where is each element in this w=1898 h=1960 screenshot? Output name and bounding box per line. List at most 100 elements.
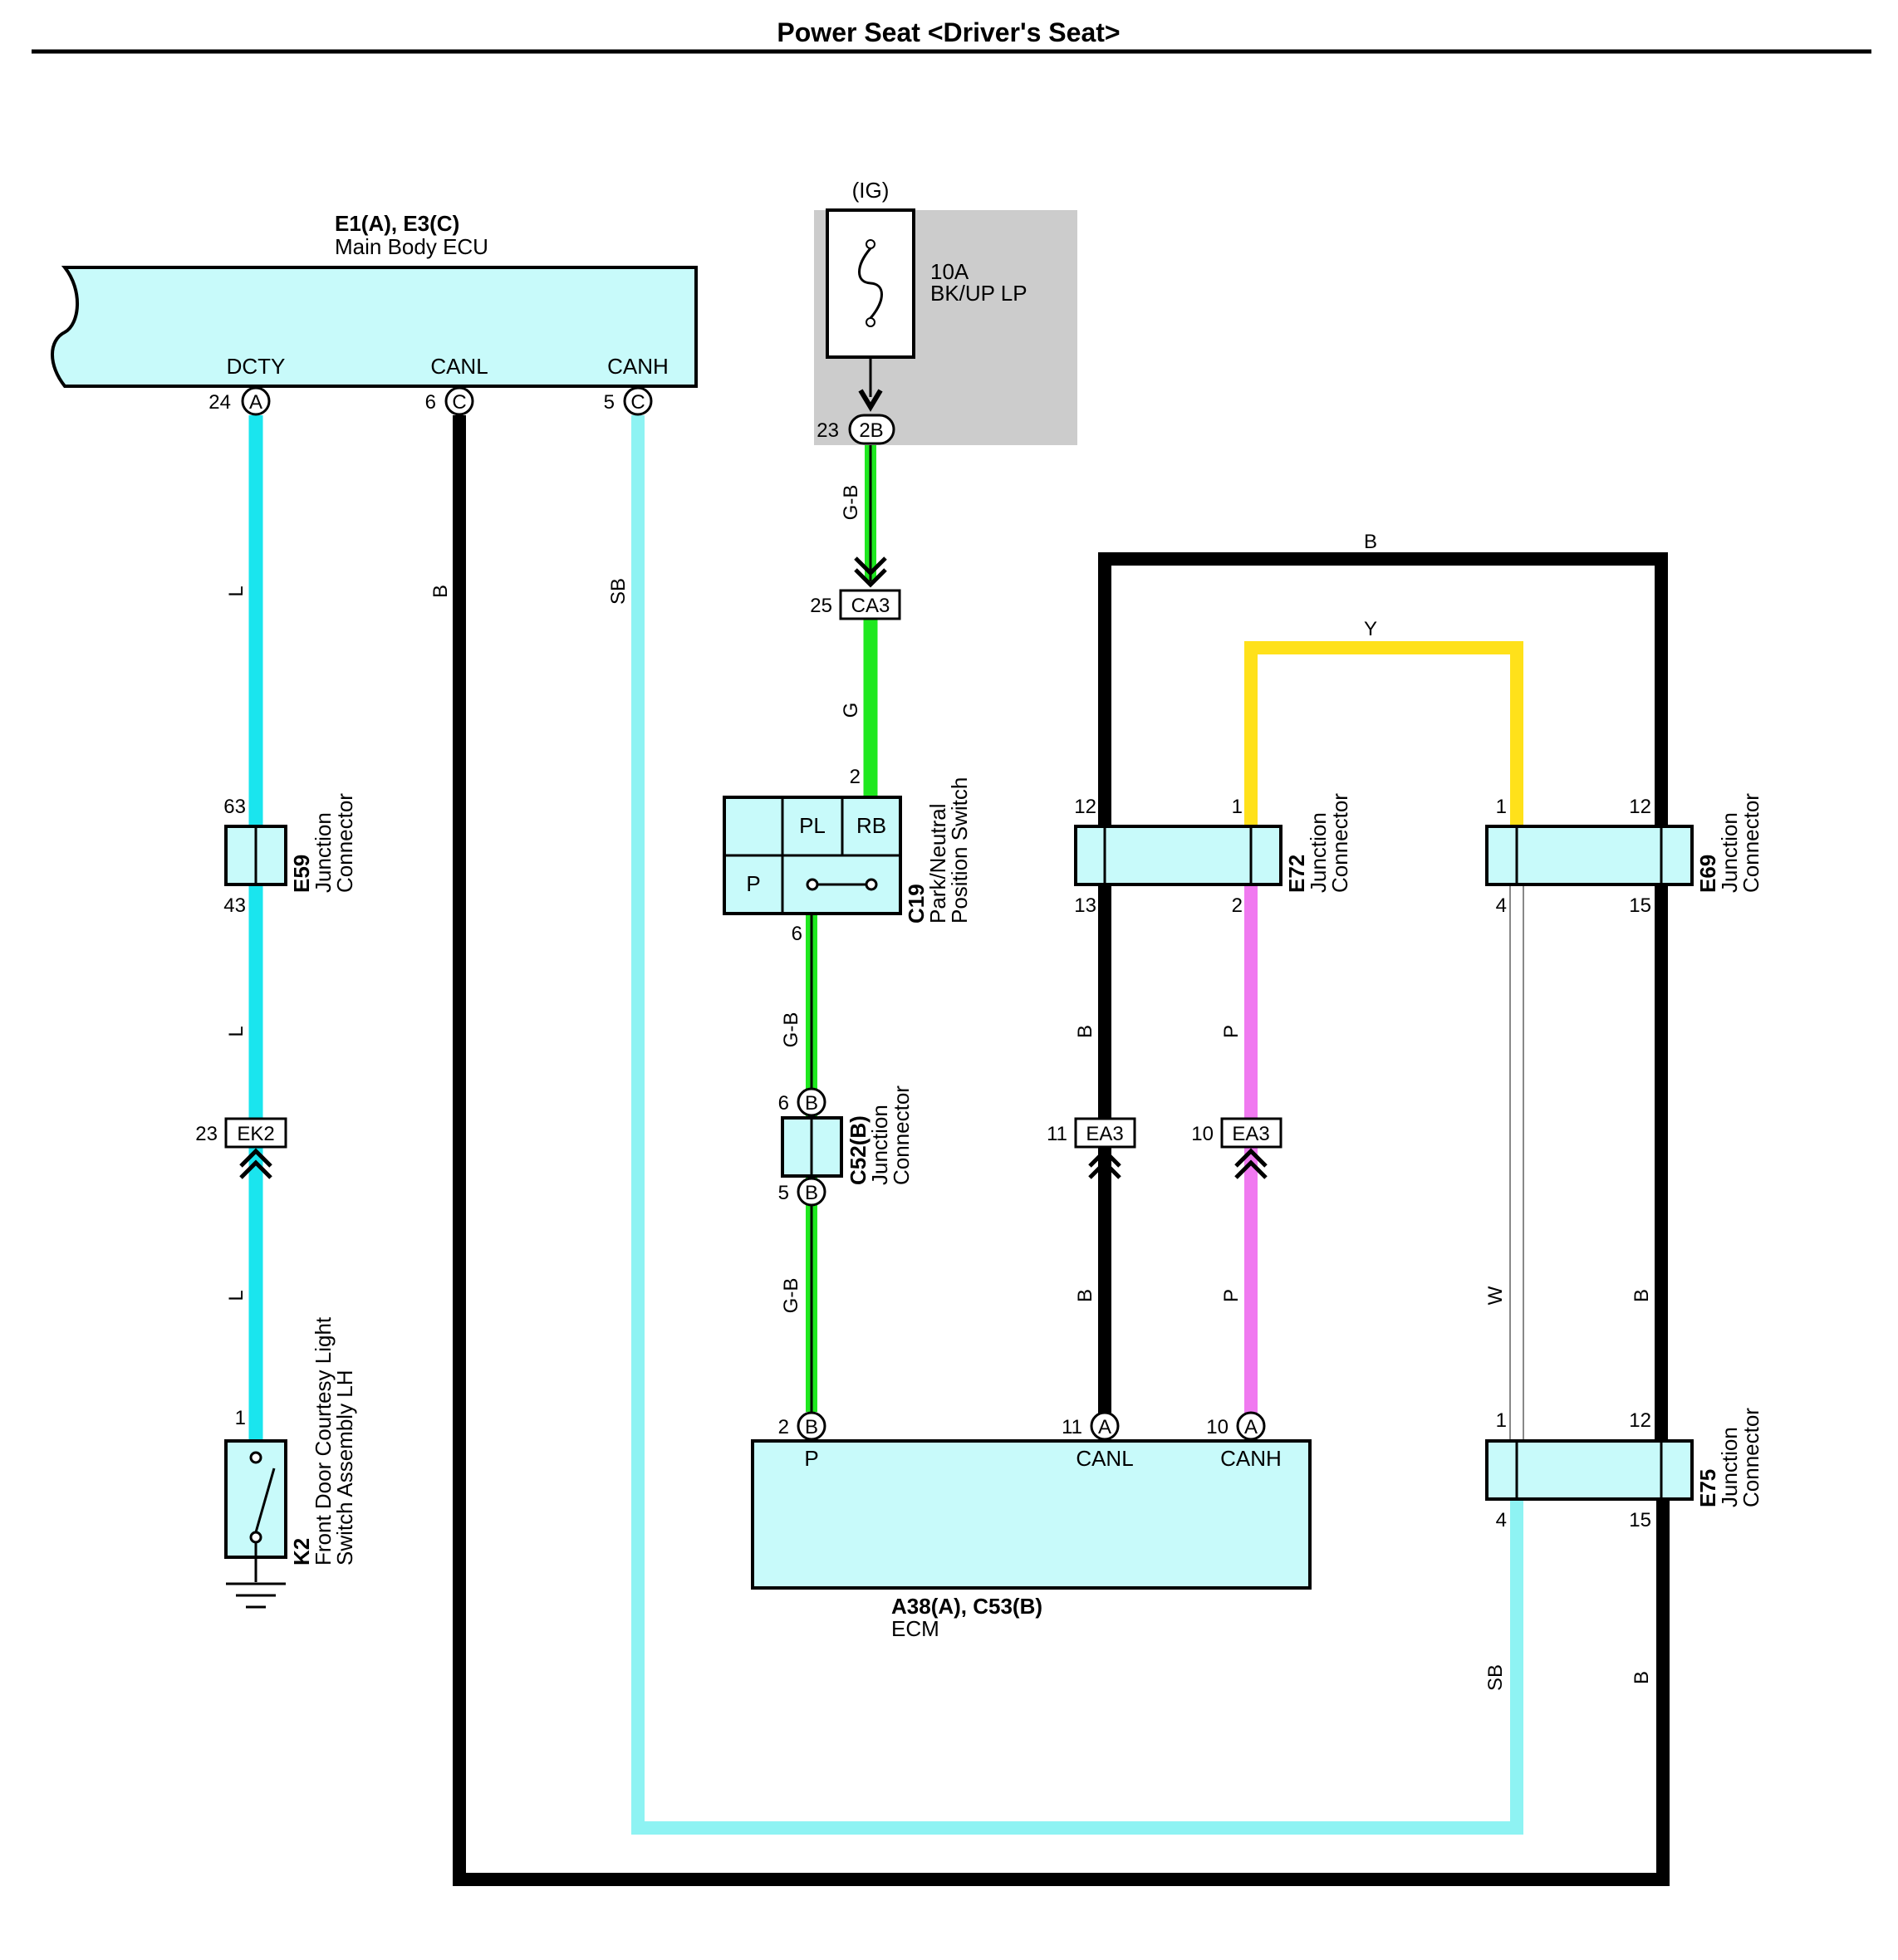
c19-code: C19 [904, 884, 929, 924]
ecm-terminal-canl: CANL [1076, 1446, 1133, 1471]
wire-canl-b [453, 415, 1670, 1886]
connector-ea3-canh [1220, 1117, 1282, 1149]
c19-cell-pl: PL [799, 813, 826, 838]
pin-connector-dcty [241, 386, 271, 416]
e72-junction-box [1074, 825, 1282, 886]
wire-label-fuse-gb: G-B [840, 485, 862, 521]
switch-contact-icon [806, 878, 819, 891]
k2-name: Front Door Courtesy Light [311, 1316, 336, 1566]
svg-text:B: B [805, 1182, 818, 1204]
e59-name: Junction [311, 812, 336, 893]
connector-ek2-pin: 23 [195, 1123, 218, 1145]
switch-icon [249, 1451, 262, 1464]
fuse-supply: (IG) [852, 178, 890, 203]
terminal-canh: CANH [607, 354, 669, 379]
wire-y [1244, 641, 1523, 831]
chevron-up-icon [239, 1148, 272, 1168]
connector-ea3-canl-pin: 11 [1047, 1123, 1067, 1145]
connector-ca3 [839, 589, 901, 620]
svg-text:2B: 2B [859, 419, 883, 442]
wire-label-e69-b: B [1631, 1289, 1653, 1302]
terminal-canl: CANL [430, 354, 488, 379]
e75-code: E75 [1695, 1469, 1720, 1507]
ecm-pin-canh: 10 [1206, 1416, 1229, 1438]
e69-code: E69 [1695, 855, 1720, 893]
e75-pin-15: 15 [1629, 1509, 1651, 1531]
c52-name2: Connector [889, 1085, 914, 1185]
connector-ea3-canh-pin: 10 [1191, 1123, 1214, 1145]
wire-label-e59: L [225, 1026, 248, 1036]
c19-cell-rb: RB [856, 813, 886, 838]
main-body-ecu-code: E1(A), E3(C) [335, 211, 459, 236]
e69-junction-box [1485, 825, 1694, 886]
svg-text:CA3: CA3 [851, 595, 890, 617]
e69-pin-4: 4 [1496, 894, 1507, 917]
c52-pin-bottom-connector [797, 1177, 826, 1207]
ecm-pin-canl: 11 [1062, 1416, 1082, 1438]
e59-name2: Connector [332, 793, 357, 893]
svg-text:EA3: EA3 [1232, 1123, 1269, 1145]
wire-label-canh: SB [607, 578, 630, 605]
svg-text:A: A [249, 391, 262, 414]
page-title: Power Seat <Driver's Seat> [777, 17, 1120, 47]
e72-name2: Connector [1327, 793, 1352, 893]
wire-label-dcty: L [225, 586, 248, 596]
ecm-name: ECM [891, 1616, 939, 1641]
e72-pin-12: 12 [1074, 796, 1096, 818]
e75-pin-1: 1 [1496, 1409, 1507, 1432]
e75-pin-12: 12 [1629, 1409, 1651, 1432]
svg-text:B: B [805, 1092, 818, 1115]
e75-name2: Connector [1739, 1408, 1763, 1507]
svg-text:EK2: EK2 [237, 1123, 274, 1145]
fuse-rating: 10A [930, 259, 969, 284]
e69-name: Junction [1717, 812, 1742, 893]
svg-text:C: C [452, 391, 466, 414]
fuse-name: BK/UP LP [930, 281, 1027, 306]
wire-label-e72-canl: B [1074, 1025, 1096, 1038]
e69-pin-15: 15 [1629, 894, 1651, 917]
c19-name2: Position Switch [947, 777, 972, 924]
c52-pin-bottom: 5 [778, 1182, 789, 1204]
e72-pin-1: 1 [1232, 796, 1243, 818]
pin-connector-canl [444, 386, 474, 416]
ecm-pin-p: 2 [778, 1416, 789, 1438]
wire-canh-sb [631, 415, 1523, 1835]
wire-label-c19-gb: G-B [780, 1012, 802, 1048]
svg-text:C: C [630, 391, 645, 414]
wire-label-e75-sb: SB [1484, 1664, 1507, 1691]
chevron-up-icon [1234, 1148, 1268, 1168]
ecm-box [751, 1439, 1312, 1590]
wire-label-ek2: L [225, 1290, 248, 1301]
wire-label-e75-b: B [1631, 1671, 1653, 1684]
wire-label-e72-canh: P [1220, 1025, 1243, 1038]
e75-pin-4: 4 [1496, 1509, 1507, 1531]
connector-ea3-canl [1074, 1117, 1136, 1149]
e72-pin-13: 13 [1074, 894, 1096, 917]
terminal-dcty: DCTY [227, 354, 286, 379]
chevron-up-icon [1088, 1148, 1121, 1168]
c52-pin-top-connector [797, 1087, 826, 1117]
e75-junction-box [1485, 1439, 1694, 1501]
c19-pin-bottom: 6 [792, 923, 802, 945]
e72-code: E72 [1284, 855, 1309, 893]
ecm-terminal-p: P [804, 1446, 818, 1471]
e69-pin-12: 12 [1629, 796, 1651, 818]
wire-label-c52-gb: G-B [780, 1278, 802, 1314]
svg-text:A: A [1098, 1416, 1111, 1438]
svg-text:EA3: EA3 [1086, 1123, 1123, 1145]
ecm-code: A38(A), C53(B) [891, 1594, 1042, 1619]
svg-text:B: B [805, 1416, 818, 1438]
wire-label-ea3-canl: B [1074, 1289, 1096, 1302]
e72-pin-2: 2 [1232, 894, 1243, 917]
c52-name: Junction [867, 1105, 892, 1185]
wire-label-top-loop: B [1364, 531, 1377, 553]
c52-pin-top: 6 [778, 1092, 789, 1115]
pin-number-canh: 5 [604, 391, 615, 414]
connector-ca3-pin: 25 [810, 595, 832, 617]
fuse-icon [858, 247, 883, 319]
e75-name: Junction [1717, 1427, 1742, 1507]
c52-code: C52(B) [846, 1115, 871, 1185]
wire-top-loop-b [1098, 552, 1668, 831]
wire-label-yellow: Y [1364, 618, 1377, 640]
